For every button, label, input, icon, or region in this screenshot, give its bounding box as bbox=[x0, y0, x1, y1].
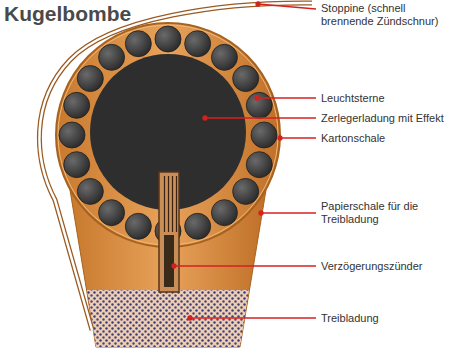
star bbox=[251, 122, 277, 148]
star bbox=[77, 66, 103, 92]
fuse-fibre bbox=[164, 176, 165, 232]
cardboard-shell bbox=[56, 23, 280, 247]
delay-fuse bbox=[159, 172, 179, 292]
fuse-fibre bbox=[168, 176, 169, 232]
leader-dot bbox=[255, 96, 259, 100]
part-label: Kartonschale bbox=[320, 132, 386, 145]
part-label: Zerlegerladung mit Effekt bbox=[320, 112, 445, 125]
star bbox=[211, 44, 237, 70]
star bbox=[125, 213, 151, 239]
leader-line bbox=[280, 137, 316, 138]
leader-line bbox=[174, 265, 316, 266]
part-label: Leuchtsterne bbox=[320, 92, 386, 105]
fuse-core bbox=[164, 235, 174, 287]
star bbox=[246, 92, 272, 118]
star bbox=[233, 178, 259, 204]
leader-line bbox=[257, 97, 316, 98]
part-label: Treibladung bbox=[320, 312, 380, 325]
star bbox=[99, 44, 125, 70]
leader-dot bbox=[203, 116, 207, 120]
leader-dot bbox=[259, 211, 263, 215]
star bbox=[246, 152, 272, 178]
star bbox=[64, 152, 90, 178]
star bbox=[64, 92, 90, 118]
leader-line bbox=[205, 117, 316, 118]
leader-dot bbox=[188, 316, 192, 320]
star bbox=[211, 200, 237, 226]
star bbox=[77, 178, 103, 204]
leader-line bbox=[261, 212, 316, 213]
leader-line bbox=[190, 317, 316, 318]
fuse-fibre bbox=[172, 176, 173, 232]
shell-highlight bbox=[58, 25, 278, 245]
fuse-fibre bbox=[176, 176, 177, 232]
part-label: Verzögerungszünder bbox=[320, 260, 424, 273]
part-label: Stoppine (schnell brennende Zündschnur) bbox=[320, 2, 442, 28]
star bbox=[185, 213, 211, 239]
leader-dot bbox=[256, 2, 260, 6]
leader-line bbox=[258, 4, 316, 9]
leader-dot bbox=[172, 264, 176, 268]
quick-match-outline bbox=[39, 3, 312, 330]
quick-match bbox=[39, 3, 312, 330]
fuse-fibres bbox=[165, 176, 177, 232]
leader-dot bbox=[278, 136, 282, 140]
stars-ring bbox=[59, 26, 277, 244]
star bbox=[185, 31, 211, 57]
leader-lines bbox=[172, 2, 316, 320]
star bbox=[233, 66, 259, 92]
diagram-title: Kugelbombe bbox=[4, 2, 131, 26]
star bbox=[155, 26, 181, 52]
star bbox=[59, 122, 85, 148]
star bbox=[125, 31, 151, 57]
part-label: Papierschale für die Treibladung bbox=[320, 200, 427, 226]
star bbox=[99, 200, 125, 226]
